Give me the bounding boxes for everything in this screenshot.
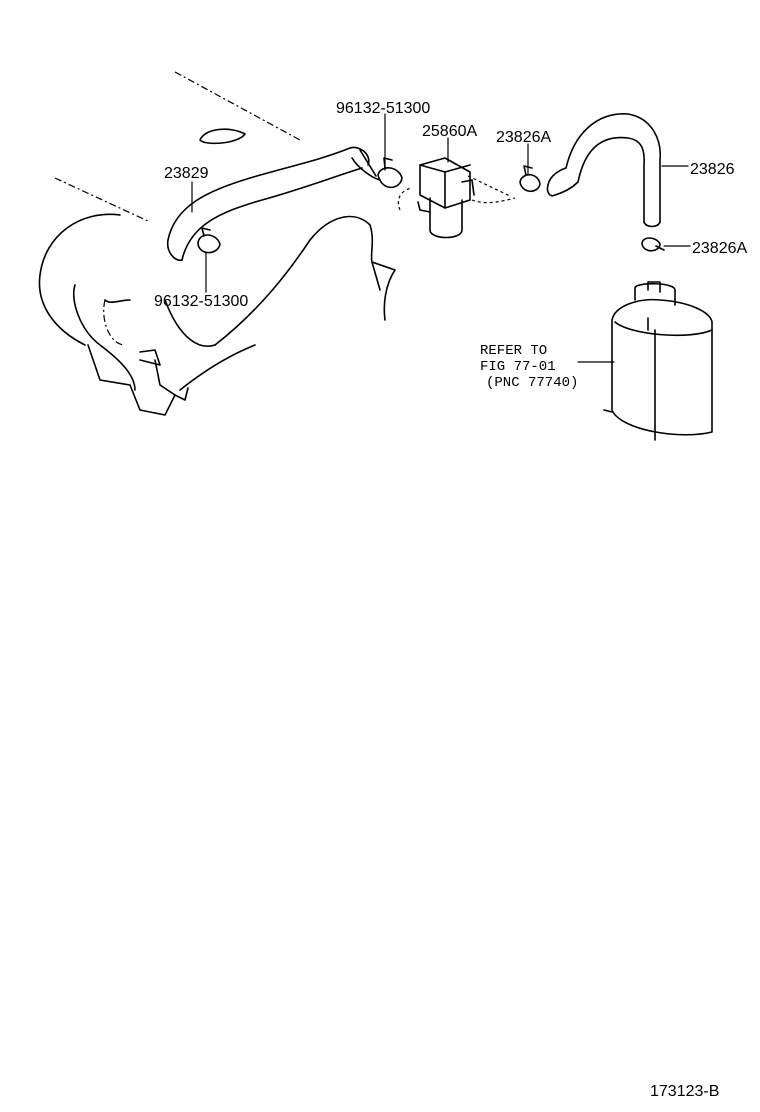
refer-note-line3: (PNC 77740) [486, 375, 578, 391]
refer-note-line1: REFER TO [480, 343, 547, 359]
refer-note-line2: FIG 77-01 [480, 359, 556, 375]
clamp-23826A-top[interactable] [519, 165, 541, 193]
vsv-25860A[interactable] [397, 157, 516, 239]
charcoal-canister[interactable] [603, 281, 713, 441]
label-clamp-23826A-top: 23826A [496, 129, 551, 146]
figure-code: 173123-B [650, 1083, 719, 1100]
hose-23826[interactable] [546, 113, 662, 228]
label-hose-23826: 23826 [690, 161, 735, 178]
label-clamp-upper: 96132-51300 [336, 100, 430, 117]
label-clamp-lower: 96132-51300 [154, 293, 248, 310]
clamp-23826A-right[interactable] [641, 237, 665, 252]
hose-23829[interactable] [166, 146, 381, 262]
leader-lines [191, 113, 691, 363]
clamp-lower[interactable] [197, 227, 221, 254]
label-clamp-23826A-right: 23826A [692, 240, 747, 257]
label-vsv-25860A: 25860A [422, 123, 477, 140]
clamp-upper[interactable] [377, 157, 403, 189]
engine-outline [38, 71, 396, 416]
label-hose-23829: 23829 [164, 165, 209, 182]
